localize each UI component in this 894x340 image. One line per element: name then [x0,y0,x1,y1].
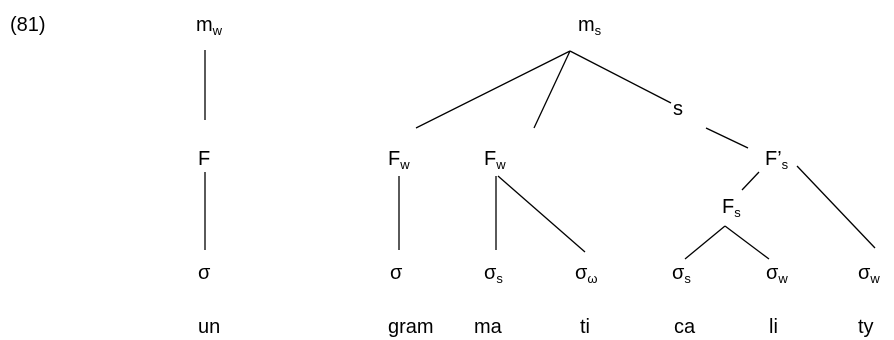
node-s: s [673,98,683,120]
node-sigma-s-1: σs [484,262,503,286]
example-number: (81) [10,14,46,36]
branch-Fs-sigma-w [724,225,770,260]
node-sigma-omega: σω [575,262,598,286]
branch-Fps-sigma-w [796,165,876,249]
syllable-ca: ca [674,316,696,338]
syllable-gram: gram [388,316,434,338]
node-F-prime-s: F’s [765,148,789,172]
node-F-s: Fs [722,196,741,220]
branch-Fw2-sigma-omega [497,175,586,253]
node-m-w: mw [196,14,223,38]
node-sigma-s-2: σs [672,262,691,286]
branch-Fs-sigma-s [684,225,726,260]
syllable-ti: ti [580,316,590,338]
node-F-w-1: Fw [388,148,410,172]
node-sigma-2: σ [390,262,403,284]
syllable-ty: ty [858,316,874,338]
node-F-w-2: Fw [484,148,506,172]
node-m-s: ms [578,14,602,38]
branch-s-Fps [705,127,749,149]
branch-ms-Fw1 [415,50,571,129]
node-sigma-w-2: σw [858,262,880,286]
node-sigma-1: σ [198,262,211,284]
syllable-ma: ma [474,316,502,338]
branch-ms-Fw2 [533,50,571,129]
node-F: F [198,148,211,170]
syllable-li: li [769,316,778,338]
node-sigma-w-1: σw [766,262,788,286]
branch-Fps-Fs [741,171,760,191]
syllable-un: un [198,316,221,338]
branch-ms-s [569,50,672,104]
